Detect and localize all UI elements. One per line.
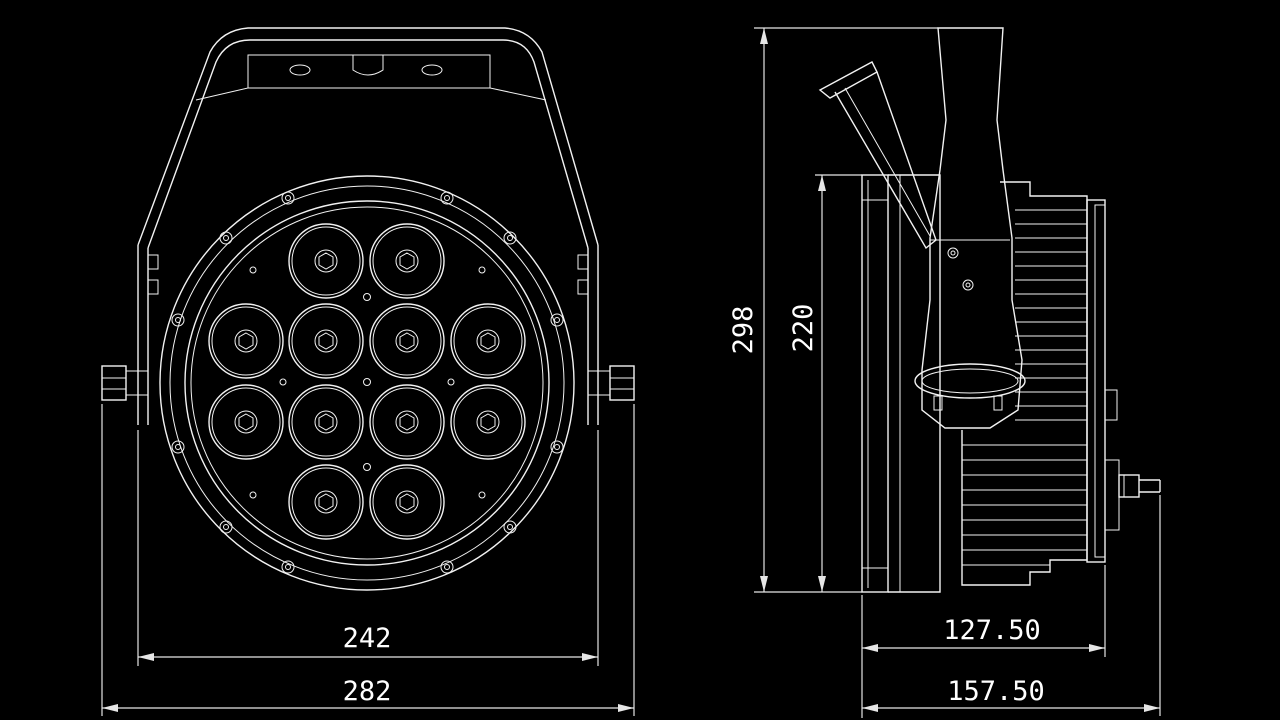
front-bezel [861,174,889,593]
dim-label-282: 282 [343,676,392,707]
side-view [754,27,1161,718]
housing-screws [171,191,564,574]
dim-label-127-50: 127.50 [943,615,1041,646]
height-dimension-220 [815,174,862,592]
front-studs [249,266,486,499]
width-dimension-282 [101,404,635,716]
left-knob [101,365,149,401]
width-dimension-242 [137,430,599,666]
dim-label-298: 298 [728,306,759,355]
depth-dimension-127 [861,565,1106,718]
dim-label-157-50: 157.50 [947,676,1045,707]
height-dimension-298 [754,27,938,593]
side-body [888,174,941,593]
front-view [101,27,635,716]
fixture-housing [159,175,575,591]
heatsink [961,181,1088,586]
yoke-bracket [137,27,599,425]
dim-label-220: 220 [788,304,819,353]
vertical-handle [914,27,1026,429]
depth-dimension-157 [862,495,1161,716]
led-array [208,223,526,540]
rear-panel [1086,199,1120,563]
tilted-yoke-arm [818,61,937,250]
dim-label-242: 242 [343,623,392,654]
rear-connector [1118,474,1161,498]
right-knob [587,365,635,401]
